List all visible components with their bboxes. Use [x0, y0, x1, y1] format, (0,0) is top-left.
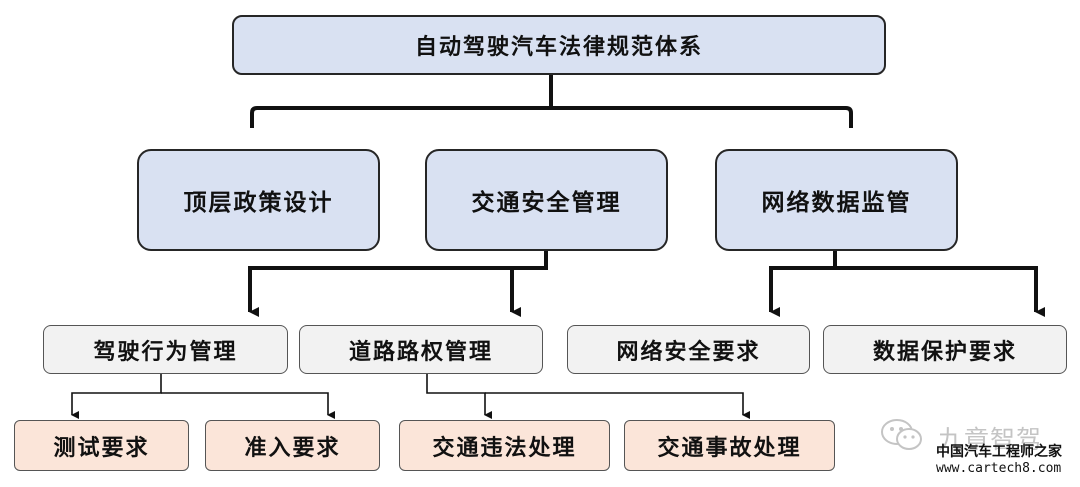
- node-network-security-requirements: 网络安全要求: [567, 325, 810, 374]
- node-traffic-safety-management: 交通安全管理: [425, 149, 668, 251]
- node-driving-behavior-management: 驾驶行为管理: [43, 325, 288, 374]
- watermark-tagline: 中国汽车工程师之家: [936, 444, 1062, 460]
- road-branch-connector: [426, 373, 750, 419]
- node-top-policy-design: 顶层政策设计: [137, 149, 380, 251]
- node-road-right-of-way-management: 道路路权管理: [299, 325, 543, 374]
- node-traffic-violation-handling: 交通违法处理: [399, 420, 610, 471]
- wechat-icon: [881, 419, 922, 450]
- node-network-data-supervision: 网络数据监管: [715, 149, 958, 251]
- watermark-brand: 九章智驾: [938, 425, 1043, 454]
- node-access-requirements: 准入要求: [205, 420, 380, 471]
- watermark-url: www.cartech8.com: [936, 461, 1062, 476]
- node-testing-requirements: 测试要求: [14, 420, 189, 471]
- network-branch-connector: [769, 250, 1045, 317]
- driving-branch-connector: [71, 373, 335, 419]
- node-data-protection-requirements: 数据保护要求: [823, 325, 1067, 374]
- root-node: 自动驾驶汽车法律规范体系: [232, 15, 886, 75]
- node-traffic-accident-handling: 交通事故处理: [624, 420, 835, 471]
- root-bracket: [250, 75, 853, 128]
- traffic-branch-connector: [248, 250, 548, 317]
